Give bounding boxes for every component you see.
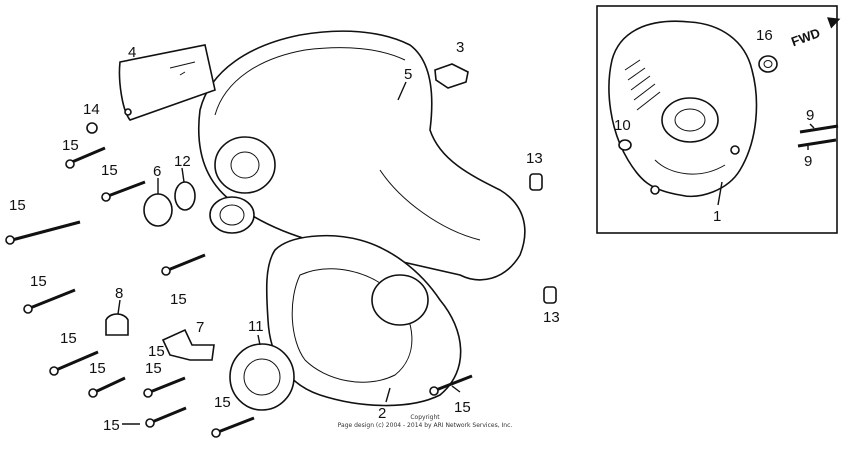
callout-2: 2: [378, 405, 386, 422]
inset-frame: [596, 5, 838, 234]
leader-11: [257, 334, 261, 346]
callout-5: 5: [404, 66, 412, 83]
part-8-bracket: [105, 313, 129, 336]
callout-15-i: 15: [214, 394, 231, 411]
callout-15-f: 15: [60, 330, 77, 347]
callout-15-g: 15: [89, 360, 106, 377]
callout-14: 14: [83, 101, 100, 118]
callout-15-l: 15: [454, 399, 471, 416]
callout-12: 12: [174, 153, 191, 170]
part-4-plate: [118, 44, 216, 121]
part-9-dowel-pins: [797, 124, 839, 148]
callout-7: 7: [196, 319, 204, 336]
leader-12: [181, 167, 185, 183]
leader-15l: [451, 385, 461, 393]
callout-10: 10: [614, 117, 631, 134]
copyright-line-1: Copyright: [410, 414, 440, 421]
callout-15-j: 15: [103, 417, 120, 434]
leader-5: [397, 81, 407, 101]
callout-15-h: 15: [145, 360, 162, 377]
callout-9-lower: 9: [804, 153, 812, 170]
callout-16: 16: [756, 27, 773, 44]
callout-15-d: 15: [30, 273, 47, 290]
callout-15-a: 15: [62, 137, 79, 154]
callout-6: 6: [153, 163, 161, 180]
part-6-cap: [143, 193, 173, 227]
part-12-o-ring: [174, 181, 196, 211]
part-7-clamp: [161, 328, 215, 361]
callout-15-e: 15: [170, 291, 187, 308]
inset-cover-assembly: [608, 20, 758, 197]
part-3-clip: [434, 63, 469, 89]
callout-9-upper: 9: [806, 107, 814, 124]
callout-4: 4: [128, 44, 136, 61]
leader-8: [117, 299, 121, 315]
part-15-bolts: [5, 146, 473, 438]
part-14-bolt: [86, 122, 98, 134]
copyright-line-2: Page design (c) 2004 - 2014 by ARI Netwo…: [338, 422, 513, 429]
part-10-washer: [618, 139, 632, 151]
fwd-label: FWD: [789, 25, 822, 49]
leader-1: [717, 181, 723, 206]
fwd-arrow: [827, 17, 841, 29]
leader-9a: [809, 123, 815, 129]
part-5-side-cover: [197, 30, 526, 281]
callout-15-k: 15: [148, 343, 165, 360]
leader-2: [385, 387, 391, 403]
callout-13-lower: 13: [543, 309, 560, 326]
callout-15-b: 15: [101, 162, 118, 179]
callout-8: 8: [115, 285, 123, 302]
part-16-oil-seal: [758, 55, 778, 73]
callout-1: 1: [713, 208, 721, 225]
part-2-gasket: [265, 234, 462, 407]
part-13-dowel-upper: [529, 173, 543, 191]
callout-3: 3: [456, 39, 464, 56]
callout-15-c: 15: [9, 197, 26, 214]
callout-11: 11: [248, 318, 264, 335]
part-11-cover-disc: [229, 343, 295, 411]
part-13-dowel-lower: [543, 286, 557, 304]
callout-13-upper: 13: [526, 150, 543, 167]
